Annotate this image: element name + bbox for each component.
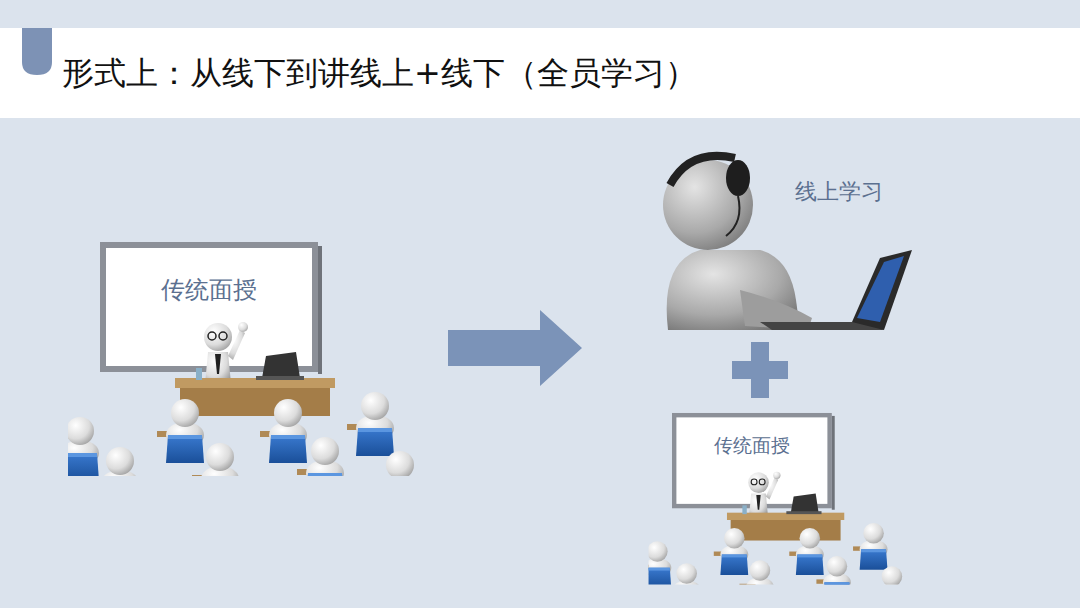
title-tab <box>22 28 52 75</box>
transition-arrow <box>448 310 582 386</box>
board-text: 传统面授 <box>161 274 257 306</box>
caption-label: 线上学习 <box>795 177 883 207</box>
board-text: 传统面授 <box>714 433 790 459</box>
whiteboard: 传统面授 <box>106 248 312 366</box>
title-band <box>0 28 1080 118</box>
whiteboard: 传统面授 <box>676 417 827 503</box>
plus-sign <box>751 342 769 398</box>
classroom-scene <box>637 413 906 608</box>
slide-title: 形式上：从线下到讲线上+线下（全员学习） <box>62 28 697 118</box>
online-learner <box>663 156 912 330</box>
